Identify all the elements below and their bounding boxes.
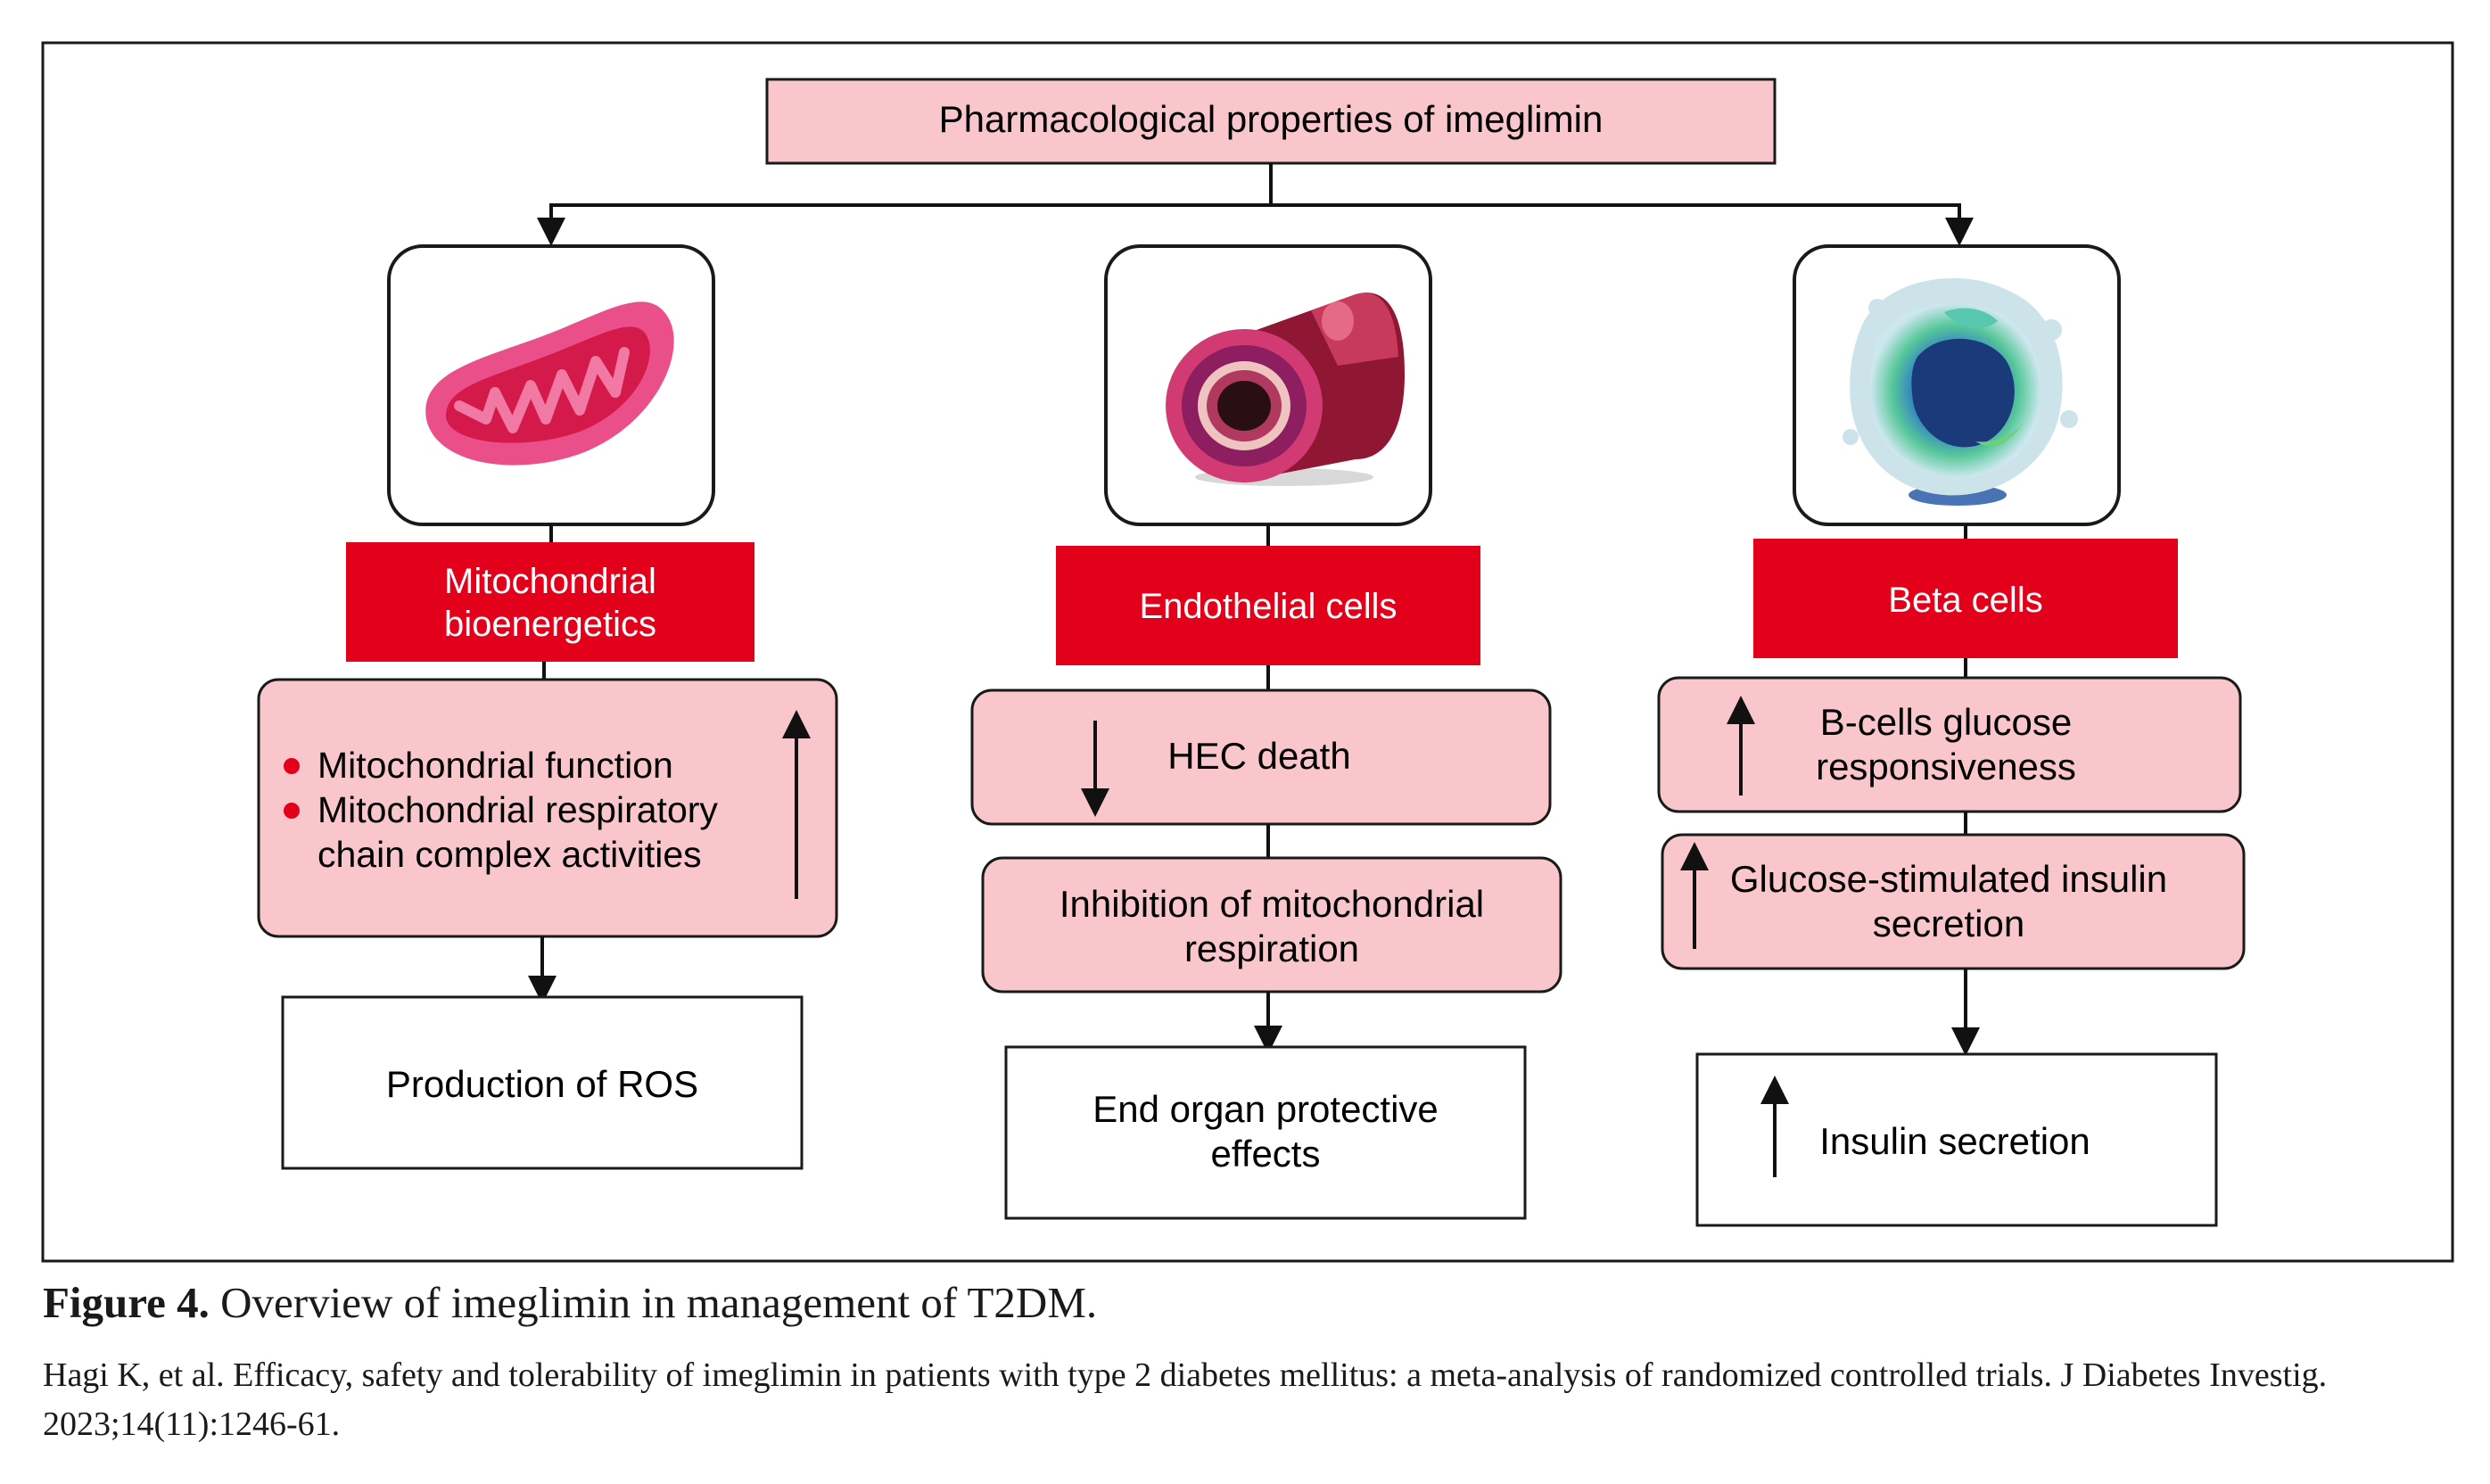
text-line: Mitochondrial: [444, 562, 656, 601]
text-line: Glucose-stimulated insulin: [1730, 858, 2167, 900]
text-line: Mitochondrial function: [317, 745, 673, 786]
text-line: Endothelial cells: [1139, 587, 1397, 626]
header-beta: Beta cells: [1888, 581, 2042, 620]
text-line: B-cells glucose: [1820, 701, 2072, 743]
endo-effect1: HEC death: [1167, 735, 1350, 777]
mitochondrion-icon: [425, 301, 674, 466]
text-line: Inhibition of mitochondrial: [1059, 883, 1484, 925]
header-mito-box: [346, 542, 754, 662]
header-endo: Endothelial cells: [1139, 587, 1397, 626]
text-line: respiration: [1184, 928, 1359, 969]
text-line: responsiveness: [1816, 746, 2076, 787]
text-line: chain complex activities: [317, 834, 702, 875]
blood-vessel-icon: [1166, 293, 1405, 486]
figure-caption: Figure 4. Overview of imeglimin in manag…: [43, 1277, 1097, 1328]
figure-caption-text: Overview of imeglimin in management of T…: [209, 1278, 1098, 1327]
figure-reference: Hagi K, et al. Efficacy, safety and tole…: [43, 1356, 2328, 1443]
text-line: Production of ROS: [386, 1063, 698, 1105]
text-line: secretion: [1873, 903, 2024, 944]
text-line: Insulin secretion: [1819, 1120, 2090, 1162]
endo-effect1-box: [970, 688, 1552, 826]
text-line: HEC death: [1167, 735, 1350, 777]
diagram-frame: [41, 41, 2454, 1263]
mito-effect-box: [257, 678, 838, 938]
text-line: effects: [1211, 1133, 1321, 1175]
beta-effect2-box: [1661, 833, 2246, 970]
beta-effect1-box: [1657, 676, 2242, 813]
text-line: Mitochondrial respiratory: [317, 789, 718, 830]
header-mito: Mitochondrial bioenergetics: [444, 562, 656, 644]
header-beta-box: [1753, 539, 2178, 658]
text-line: Beta cells: [1888, 581, 2042, 620]
endo-outcome-box: [1004, 1045, 1527, 1220]
endo-effect2-box: [981, 856, 1562, 993]
mito-outcome: Production of ROS: [386, 1063, 698, 1105]
top-title: Pharmacological properties of imeglimin: [939, 98, 1604, 140]
bullet-dot: [284, 758, 300, 774]
beta-cell-icon: [1843, 277, 2078, 506]
mito-outcome-box: [281, 995, 804, 1170]
mito-effect-item: Mitochondrial function: [317, 745, 673, 786]
bullet-dot: [284, 803, 300, 819]
text-line: bioenergetics: [444, 605, 656, 644]
figure-label: Figure 4.: [43, 1278, 210, 1327]
text-line: End organ protective: [1092, 1088, 1439, 1130]
beta-outcome: Insulin secretion: [1819, 1120, 2090, 1162]
header-endo-box: [1056, 546, 1480, 665]
